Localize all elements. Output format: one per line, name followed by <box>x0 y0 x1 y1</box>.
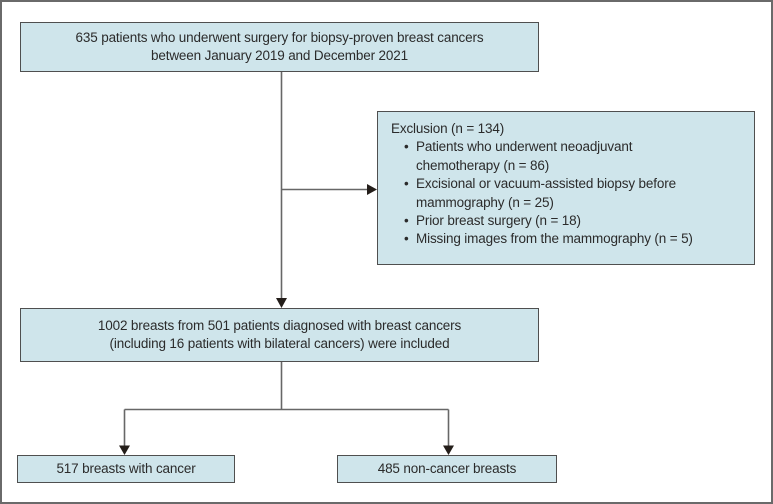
included-line2: (including 16 patients with bilateral ca… <box>109 336 450 351</box>
included-box: 1002 breasts from 501 patients diagnosed… <box>20 308 539 362</box>
arrow-down-icon <box>276 298 287 308</box>
arrow-down-icon <box>119 445 130 455</box>
exclusion-title: Exclusion (n = 134) <box>391 121 505 136</box>
arrow-right-icon <box>367 184 377 195</box>
exclusion-item: Missing images from the mammography (n =… <box>404 230 693 249</box>
exclusion-item: Patients who underwent neoadjuvant chemo… <box>404 138 693 175</box>
enrollment-line2: between January 2019 and December 2021 <box>151 48 408 63</box>
exclusion-item: Excisional or vacuum-assisted biopsy bef… <box>404 175 693 212</box>
arrow-down-icon <box>443 445 454 455</box>
cancer-breasts-box: 517 breasts with cancer <box>17 455 235 483</box>
enrollment-line1: 635 patients who underwent surgery for b… <box>75 30 484 45</box>
non-cancer-breasts-box: 485 non-cancer breasts <box>337 455 557 483</box>
exclusion-item: Prior breast surgery (n = 18) <box>404 212 693 231</box>
cancer-breasts-label: 517 breasts with cancer <box>56 461 196 476</box>
enrollment-box: 635 patients who underwent surgery for b… <box>20 22 539 72</box>
non-cancer-breasts-label: 485 non-cancer breasts <box>377 461 517 476</box>
included-line1: 1002 breasts from 501 patients diagnosed… <box>97 318 462 333</box>
exclusion-list: Patients who underwent neoadjuvant chemo… <box>391 138 693 249</box>
exclusion-box: Exclusion (n = 134) Patients who underwe… <box>377 111 755 265</box>
